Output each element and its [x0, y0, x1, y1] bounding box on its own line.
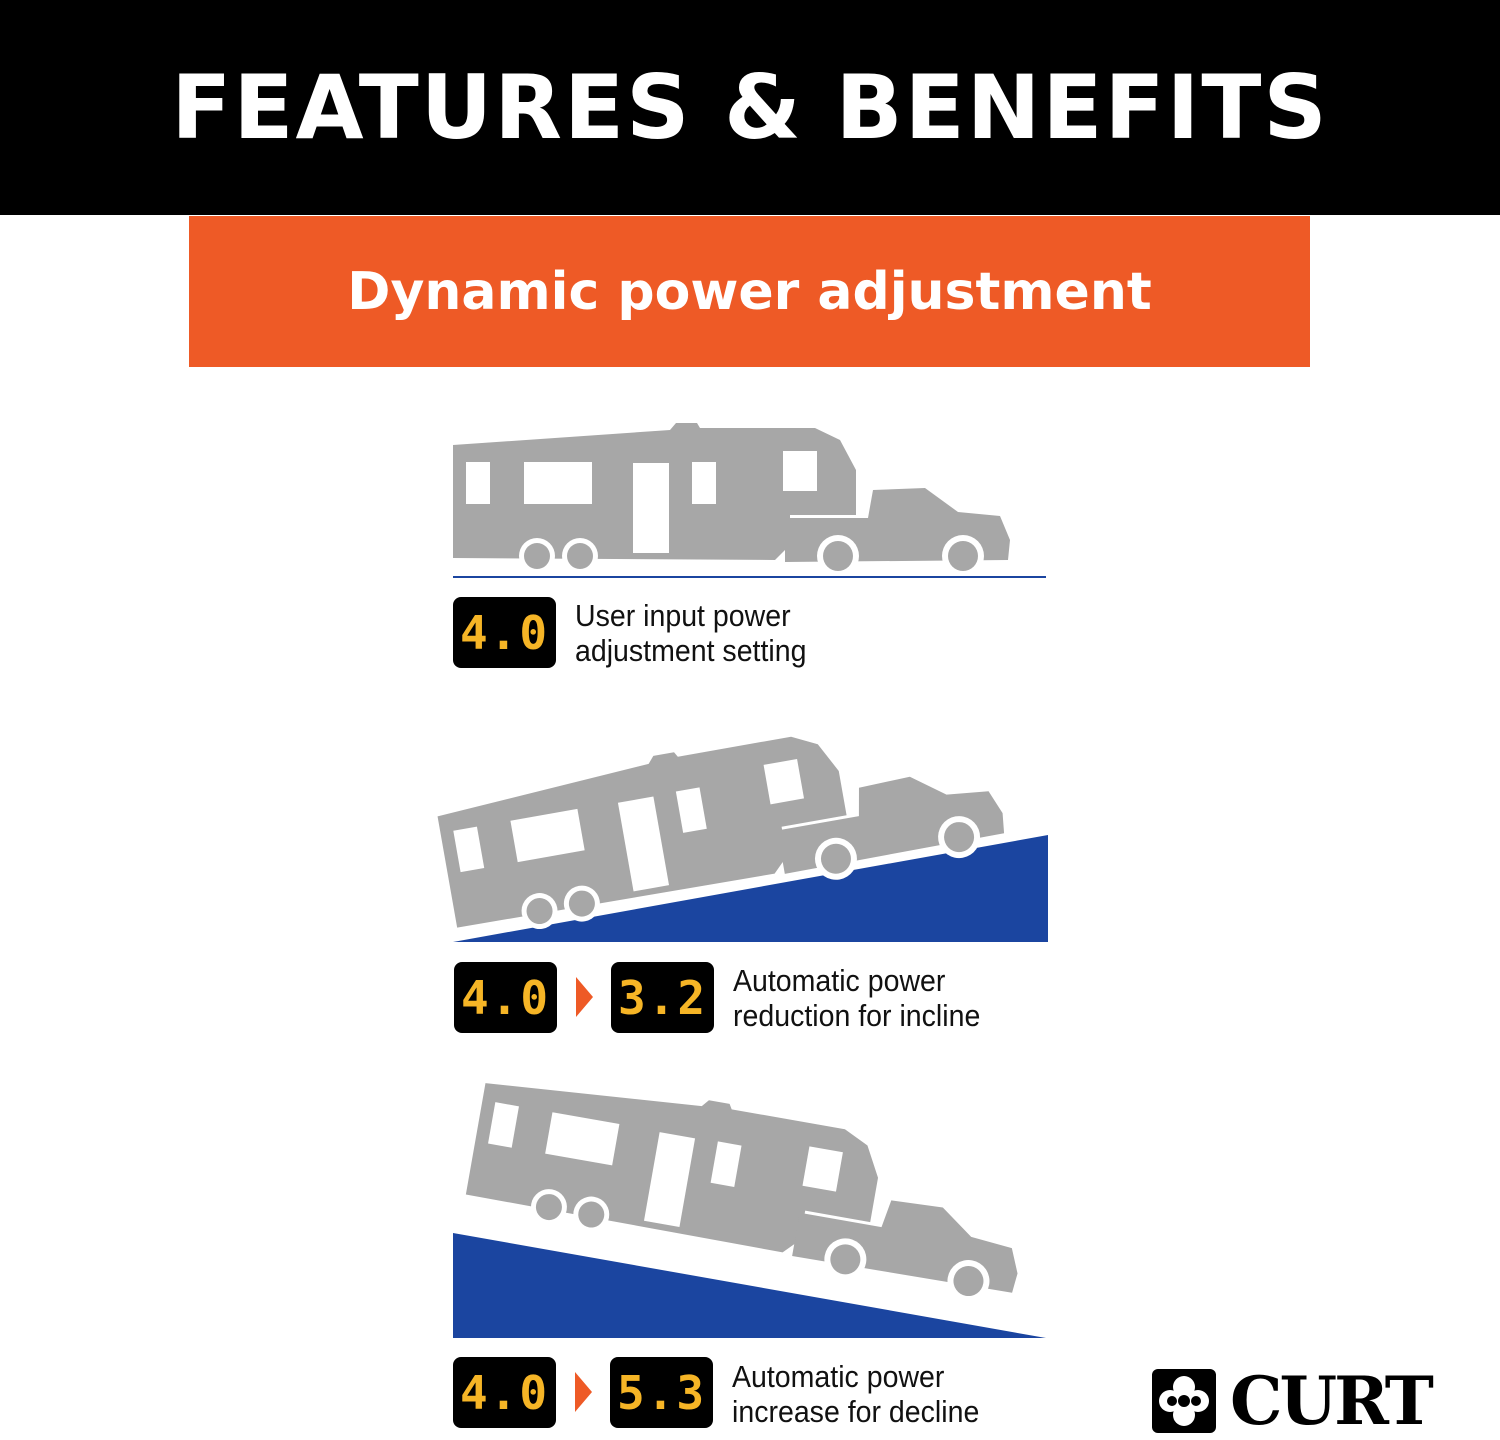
power-display-setting: 4.0 [453, 597, 556, 668]
caption-line: reduction for incline [733, 998, 981, 1033]
power-display-to: 3.2 [611, 962, 714, 1033]
scene-flat [453, 423, 1046, 578]
header-bar: FEATURES & BENEFITS [0, 0, 1500, 215]
scene-decline [453, 1061, 1046, 1338]
caption-incline: Automatic power reduction for incline [733, 963, 980, 1033]
power-display-from: 4.0 [453, 1357, 556, 1428]
caption-line: increase for decline [732, 1394, 980, 1429]
page-title: FEATURES & BENEFITS [171, 56, 1329, 159]
caption-line: Automatic power [732, 1359, 945, 1394]
curt-logo-icon [1152, 1369, 1216, 1433]
feature-banner: Dynamic power adjustment [189, 216, 1310, 367]
arrow-right-icon [575, 1372, 592, 1412]
power-display-from: 4.0 [454, 962, 557, 1033]
feature-title: Dynamic power adjustment [347, 261, 1152, 322]
scene-incline [433, 697, 1048, 947]
caption-decline: Automatic power increase for decline [732, 1359, 979, 1429]
caption-line: Automatic power [733, 963, 946, 998]
power-display-to: 5.3 [610, 1357, 713, 1428]
caption-flat: User input power adjustment setting [575, 598, 806, 668]
curt-logo: CURT [1152, 1362, 1434, 1440]
caption-line: User input power [575, 598, 791, 633]
arrow-right-icon [576, 977, 593, 1017]
caption-line: adjustment setting [575, 633, 807, 668]
brand-name: CURT [1230, 1362, 1434, 1440]
